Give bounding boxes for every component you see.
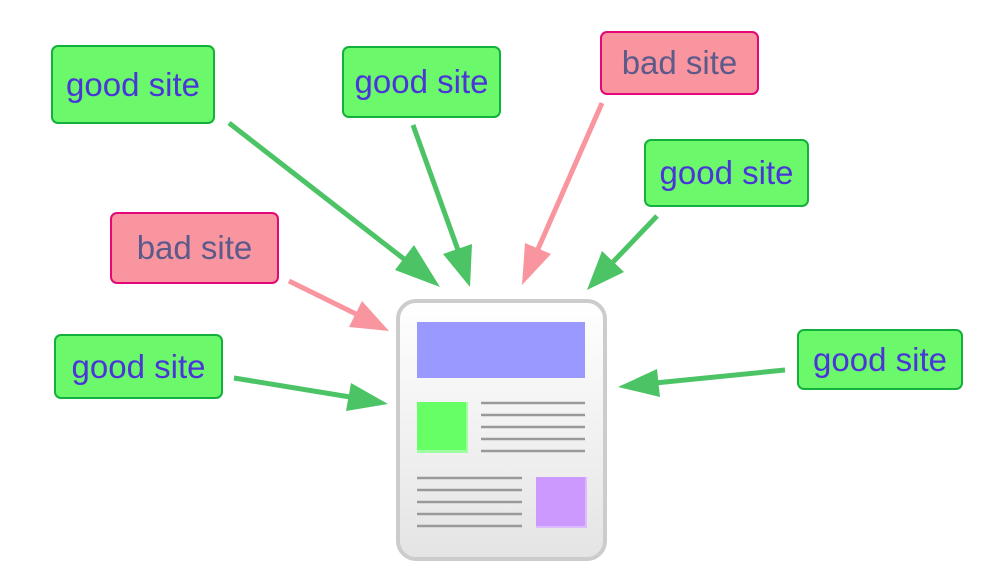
arrow-good-3 [611, 214, 659, 264]
site-label: good site [813, 340, 947, 378]
image-block [417, 402, 466, 450]
webpage-document-icon [396, 299, 607, 561]
arrow-bad-1 [535, 101, 605, 251]
site-label: good site [71, 347, 206, 385]
arrow-good-2 [410, 124, 461, 251]
site-node: good site [797, 329, 963, 390]
site-node: good site [54, 334, 223, 399]
arrow-bad-2 [287, 278, 358, 317]
site-label: good site [659, 154, 794, 191]
header-block [417, 322, 585, 378]
arrow-good-5 [654, 367, 786, 386]
site-node: good site [51, 45, 215, 124]
arrow-good-1 [227, 121, 406, 261]
side-block [536, 477, 585, 526]
site-label: good site [354, 63, 489, 100]
site-node: bad site [110, 212, 279, 284]
site-node: good site [342, 46, 501, 118]
arrow-good-4 [233, 375, 351, 400]
site-node: bad site [600, 31, 759, 95]
site-label: bad site [621, 44, 738, 81]
site-label: good site [66, 65, 200, 103]
site-label: bad site [136, 229, 253, 266]
site-node: good site [644, 139, 809, 207]
